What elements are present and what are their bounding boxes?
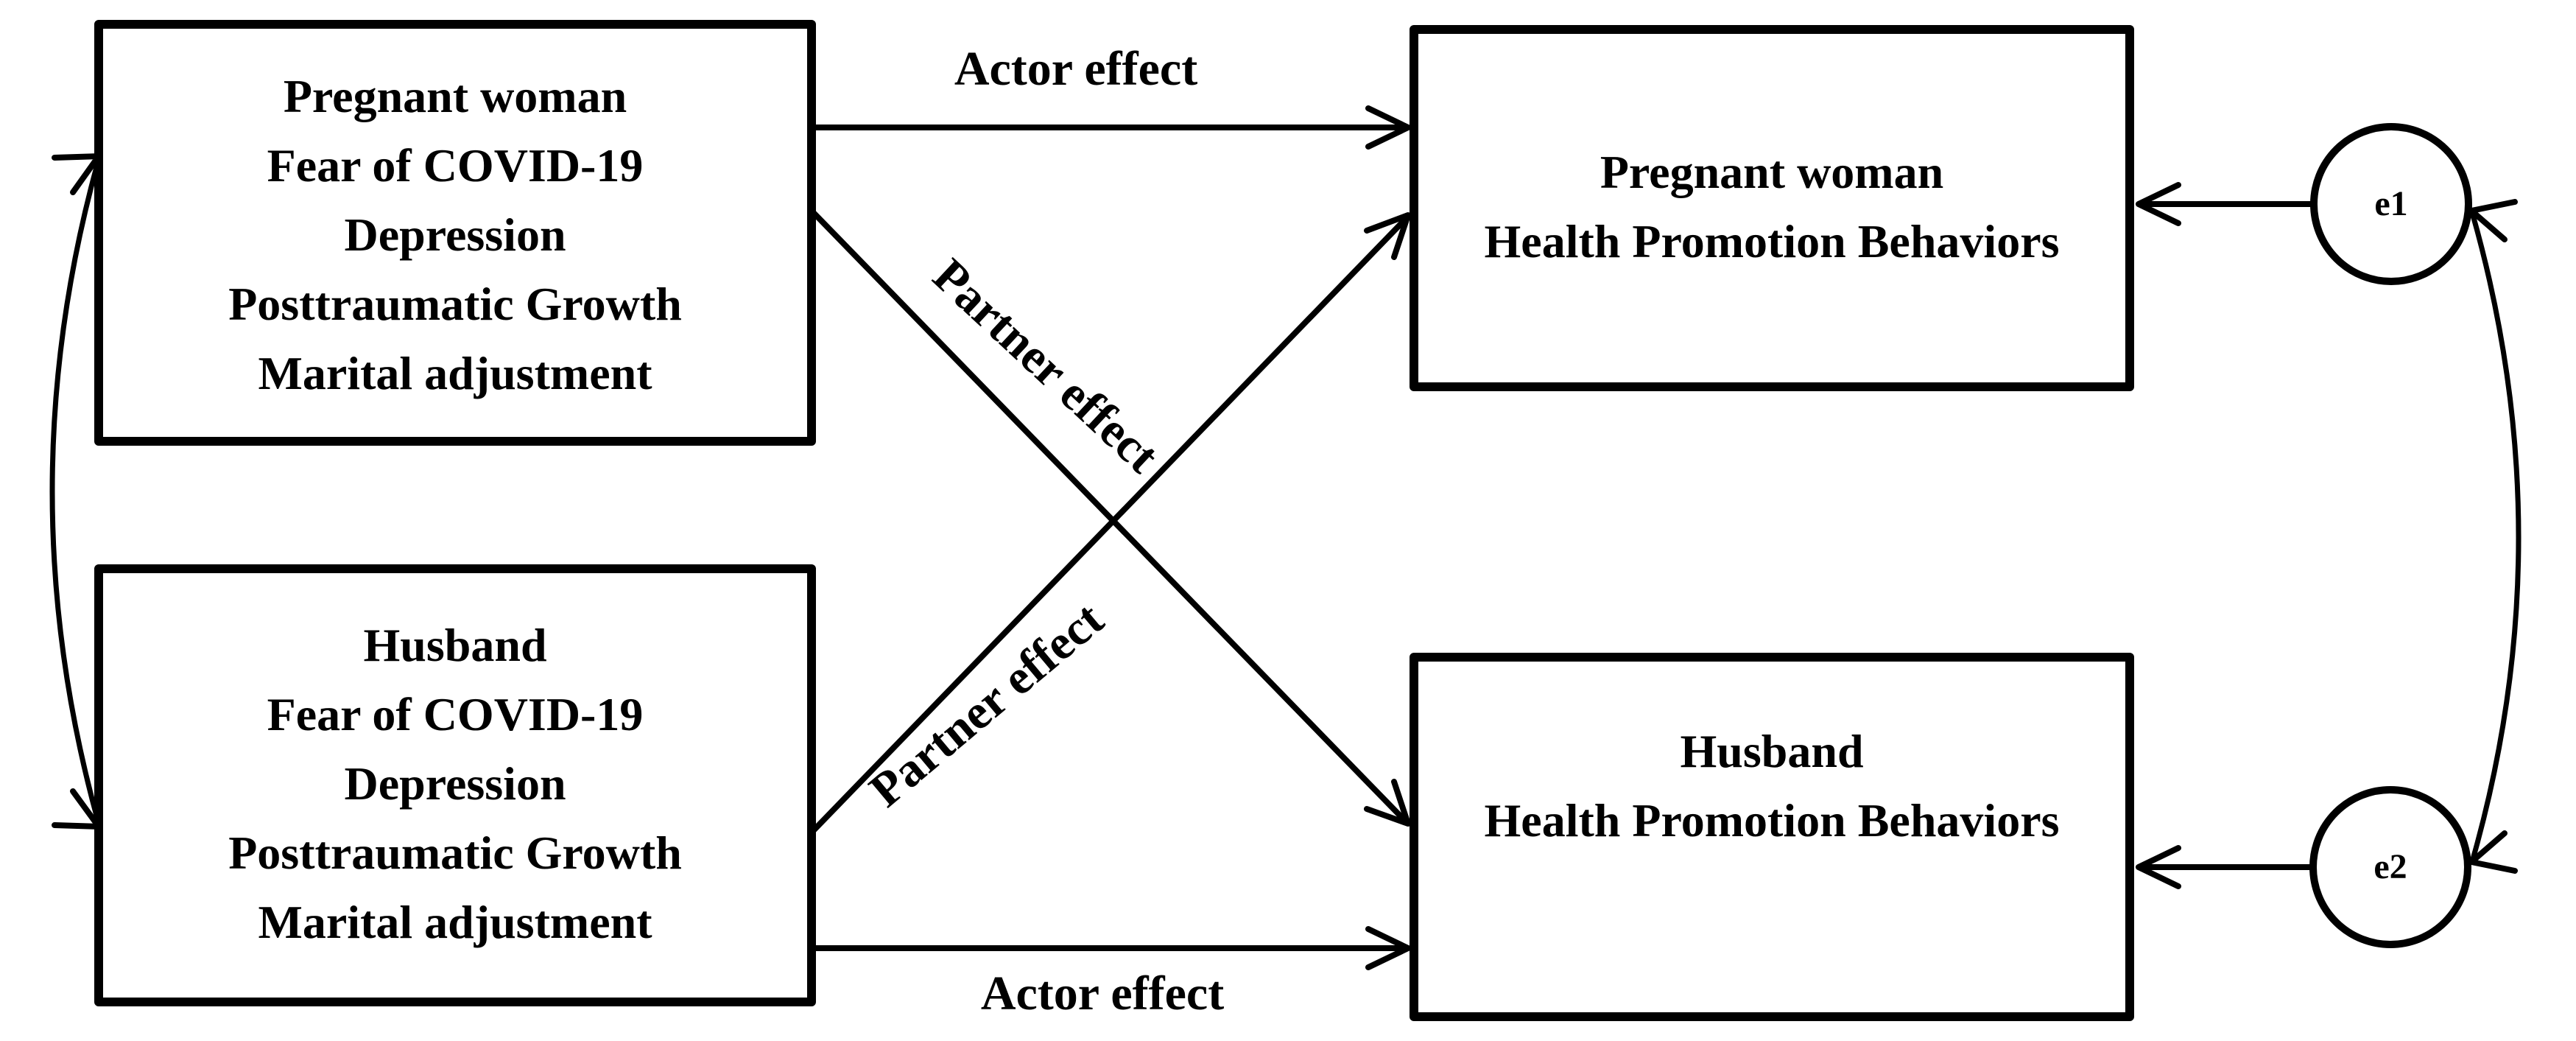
partner-effect-arrow-up bbox=[809, 220, 1405, 835]
pregnant-predictors-box bbox=[94, 20, 816, 446]
husband-predictors-box bbox=[94, 564, 816, 1006]
covariance-arc-left bbox=[49, 156, 102, 827]
arrowhead-cov-right-top bbox=[2468, 199, 2518, 242]
arrowhead-cov-left-top bbox=[52, 153, 102, 195]
arrowhead-cov-left-bottom bbox=[52, 788, 102, 830]
e2-circle bbox=[2309, 786, 2471, 948]
covariance-arc-right bbox=[2470, 212, 2522, 862]
arrowhead-e1 bbox=[2136, 182, 2181, 226]
arrowhead-actor-bottom bbox=[1365, 926, 1411, 970]
partner-effect-arrow-down bbox=[809, 208, 1405, 821]
arrowhead-partner-down bbox=[1364, 779, 1411, 827]
arrowhead-actor-top bbox=[1365, 105, 1411, 150]
arrowhead-e2 bbox=[2136, 845, 2181, 889]
pregnant-outcome-box bbox=[1410, 25, 2134, 391]
arrowhead-partner-up bbox=[1364, 212, 1411, 260]
e1-circle bbox=[2310, 123, 2472, 285]
husband-outcome-box bbox=[1410, 653, 2134, 1021]
arrowhead-cov-right-bottom bbox=[2468, 830, 2518, 874]
